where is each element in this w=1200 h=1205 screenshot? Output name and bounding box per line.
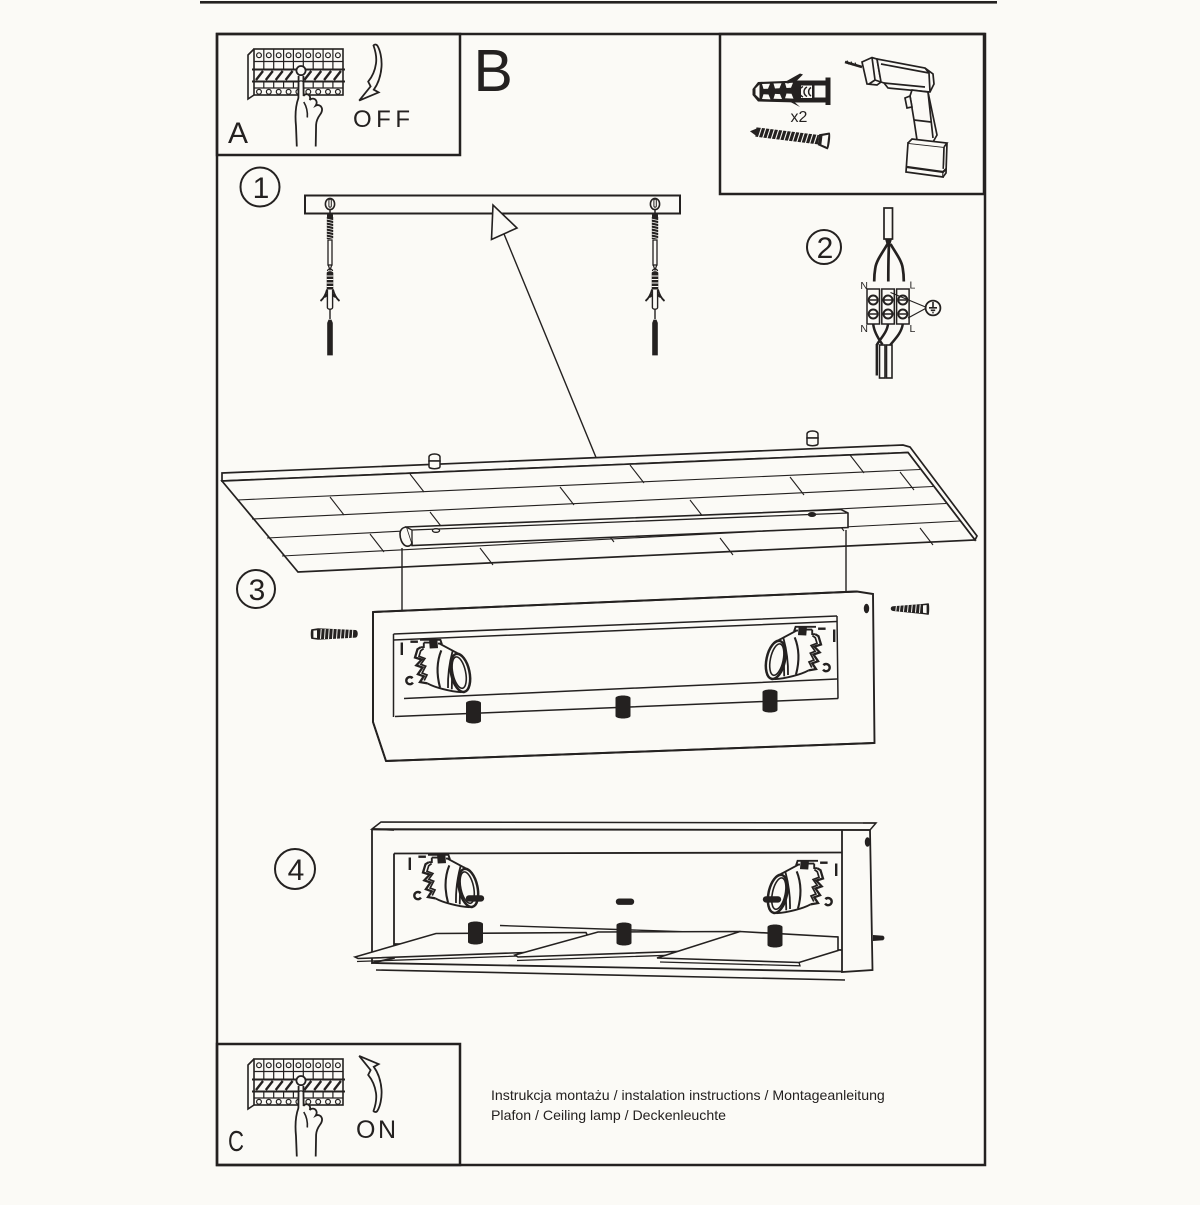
svg-text:3: 3 bbox=[249, 574, 266, 607]
svg-text:A: A bbox=[228, 117, 248, 150]
svg-text:Plafon / Ceiling lamp / Decken: Plafon / Ceiling lamp / Deckenleuchte bbox=[491, 1107, 726, 1123]
svg-text:L: L bbox=[910, 280, 916, 292]
svg-text:x2: x2 bbox=[791, 109, 808, 126]
svg-text:OFF: OFF bbox=[353, 106, 410, 133]
svg-text:N: N bbox=[860, 323, 868, 335]
svg-text:C: C bbox=[228, 1126, 244, 1158]
svg-text:N: N bbox=[860, 280, 868, 292]
svg-text:L: L bbox=[910, 323, 916, 335]
svg-text:B: B bbox=[474, 38, 513, 104]
svg-text:4: 4 bbox=[288, 854, 305, 887]
svg-text:2: 2 bbox=[817, 232, 834, 265]
svg-text:Instrukcja montażu / instalati: Instrukcja montażu / instalation instruc… bbox=[491, 1087, 885, 1103]
svg-text:1: 1 bbox=[253, 172, 270, 205]
